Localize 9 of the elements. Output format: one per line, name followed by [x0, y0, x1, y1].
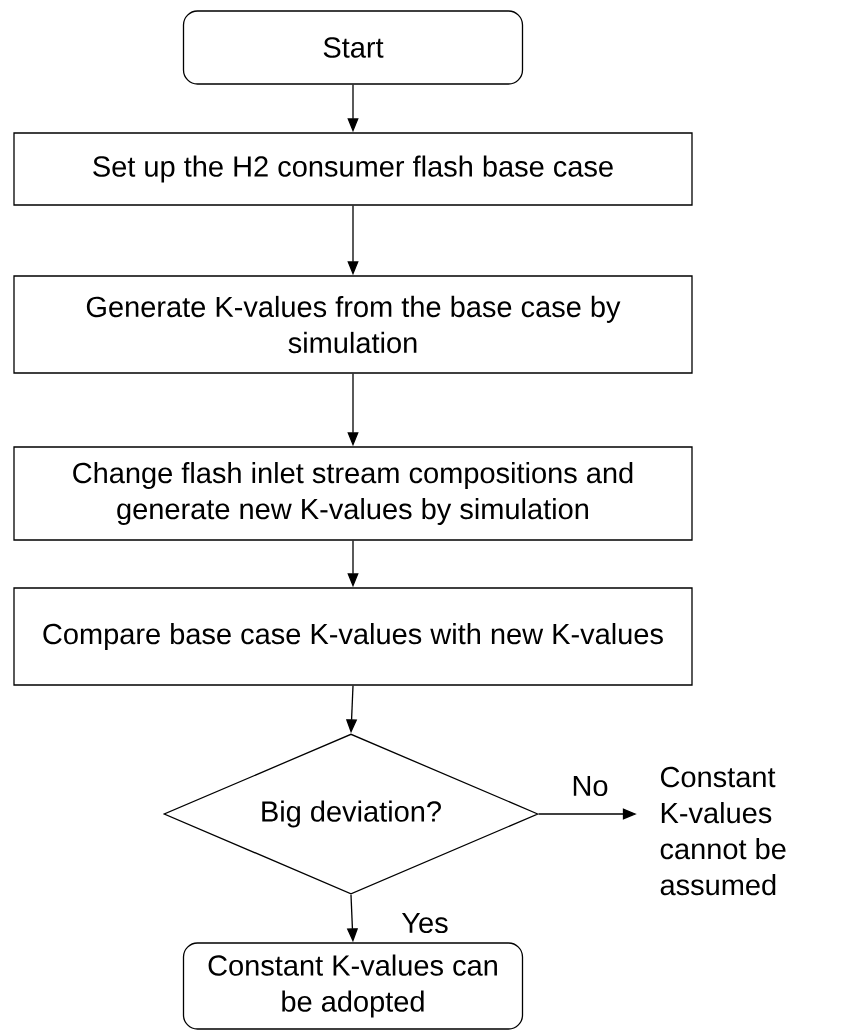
terminal-box: Constant K-values can be adopted — [182, 942, 524, 1030]
process-box: Set up the H2 consumer flash base case — [13, 132, 693, 206]
edge-label: Yes — [400, 911, 450, 935]
process-box: Generate K-values from the base case by simulation — [13, 275, 693, 374]
outcome-text: Constant K-values cannot be assumed — [660, 766, 786, 896]
terminal-box: Start — [182, 10, 524, 85]
process-box: Change flash inlet stream compositions and generate new K-values by simulation — [13, 446, 693, 541]
process-box: Compare base case K-values with new K-values — [13, 587, 693, 686]
edge-label: No — [570, 774, 610, 798]
